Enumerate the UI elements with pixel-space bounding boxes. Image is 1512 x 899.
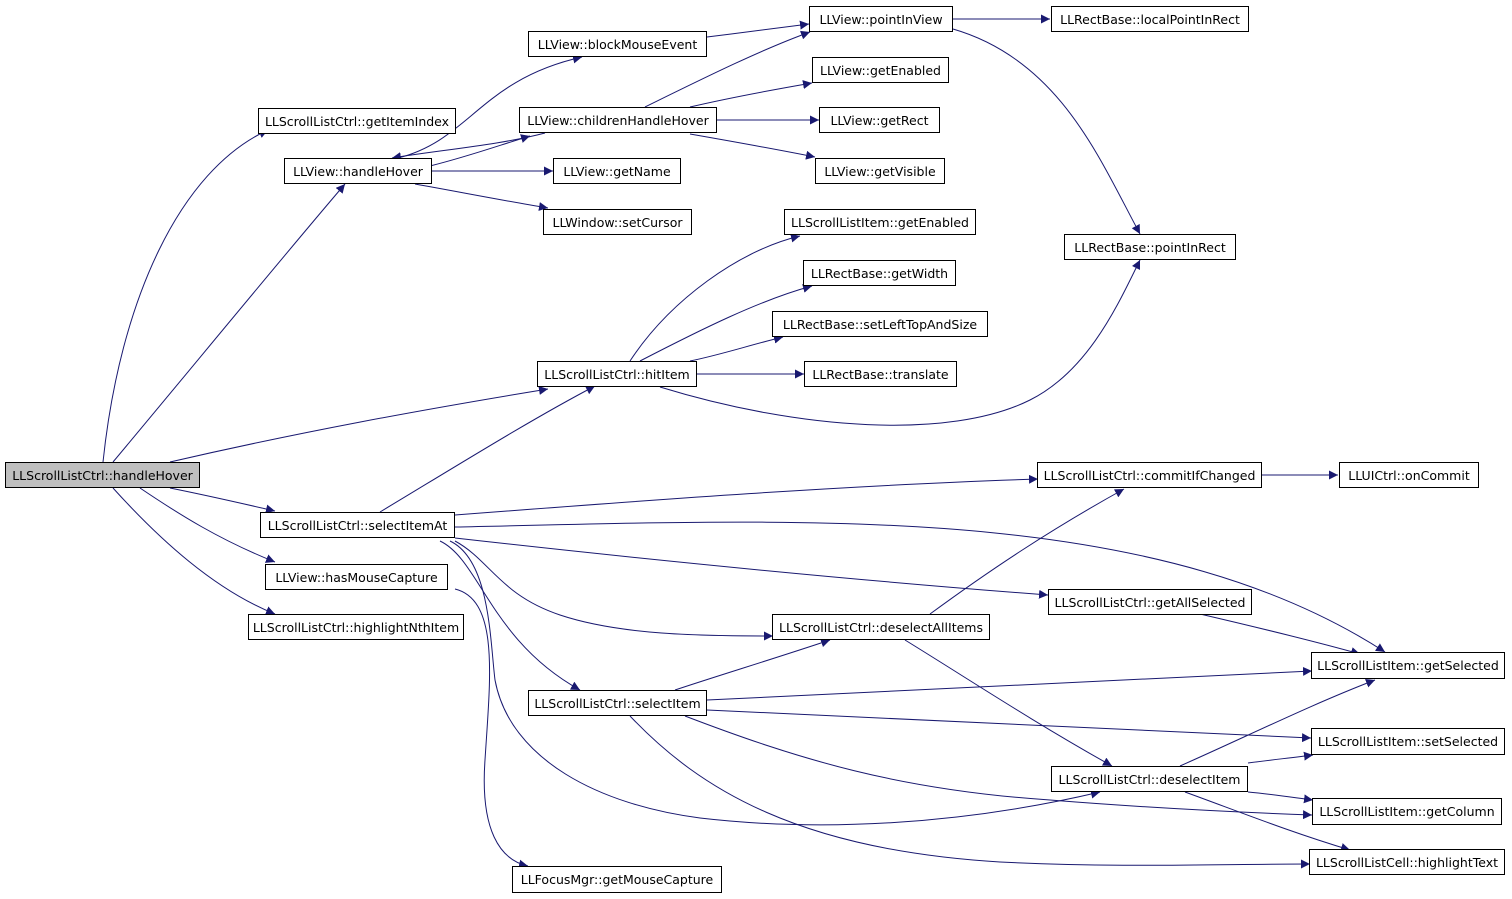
node-hititem[interactable]: LLScrollListCtrl::hitItem	[537, 361, 697, 387]
edge-deselectitem-getcolumn	[1247, 791, 1314, 804]
node-highlightnthitem[interactable]: LLScrollListCtrl::highlightNthItem	[248, 614, 464, 640]
edge-selectitem-setselected	[706, 709, 1312, 743]
edge-root-selectitemat	[169, 487, 276, 514]
edge-root-hasmousecapture	[139, 487, 276, 563]
node-highlighttext[interactable]: LLScrollListCell::highlightText	[1309, 849, 1505, 875]
edge-selectitemat-deselectitem	[449, 540, 1101, 826]
edge-deselectitem-setselected	[1247, 751, 1314, 764]
node-view-getenabled[interactable]: LLView::getEnabled	[812, 57, 949, 83]
edge-children-pointinview	[644, 30, 811, 108]
node-pointinview[interactable]: LLView::pointInView	[809, 6, 953, 32]
edge-hititem-getwidth	[639, 283, 813, 362]
node-childrenhandlehover[interactable]: LLView::childrenHandleHover	[519, 107, 717, 133]
edge-handlehover-setcursor	[414, 183, 549, 211]
edge-hititem-setlefttopandsize	[689, 334, 784, 362]
node-getrect[interactable]: LLView::getRect	[819, 107, 940, 133]
edge-selectitemat-deselectallitems	[454, 540, 774, 641]
node-setcursor[interactable]: LLWindow::setCursor	[543, 209, 692, 235]
edge-selectitem-getcolumn	[684, 715, 1313, 820]
node-handlehover-root[interactable]: LLScrollListCtrl::handleHover	[5, 462, 200, 488]
edge-handlehover-blockmouseevent	[397, 54, 583, 159]
node-translate[interactable]: LLRectBase::translate	[804, 361, 957, 387]
edge-children-handlehover	[391, 132, 546, 161]
node-hasmousecapture[interactable]: LLView::hasMouseCapture	[265, 564, 448, 590]
node-commitifchanged[interactable]: LLScrollListCtrl::commitIfChanged	[1037, 462, 1262, 488]
edge-root-handlehover	[112, 183, 346, 463]
node-deselectitem[interactable]: LLScrollListCtrl::deselectItem	[1051, 766, 1248, 792]
edge-handlehover-childrenhandlehover	[429, 134, 531, 167]
edge-selectitemat-getallselected	[454, 537, 1049, 599]
edge-children-getvisible	[689, 133, 816, 160]
node-getallselected[interactable]: LLScrollListCtrl::getAllSelected	[1048, 589, 1252, 615]
edge-hititem-getenabled	[629, 233, 801, 362]
edge-hasmousecapture-getmousecapture	[454, 588, 529, 869]
edge-deselectall-deselectitem	[904, 639, 1113, 767]
edge-selectitemat-selectitem	[439, 540, 581, 691]
edge-root-hititem	[169, 386, 549, 463]
edge-selectitem-getselected	[706, 666, 1313, 701]
edge-blockmouseevent-pointinview	[706, 20, 810, 38]
edge-root-highlightnthitem	[112, 487, 276, 615]
node-getvisible[interactable]: LLView::getVisible	[815, 158, 945, 184]
edge-selectitemat-commitifchanged	[454, 474, 1039, 516]
edge-getallselected-getselected	[1199, 613, 1361, 656]
node-selectitemat[interactable]: LLScrollListCtrl::selectItemAt	[260, 512, 455, 538]
node-getcolumn[interactable]: LLScrollListItem::getColumn	[1312, 798, 1502, 825]
node-getitemindex[interactable]: LLScrollListCtrl::getItemIndex	[258, 108, 456, 134]
node-localpointinrect[interactable]: LLRectBase::localPointInRect	[1051, 6, 1249, 32]
node-getmousecapture[interactable]: LLFocusMgr::getMouseCapture	[512, 866, 722, 893]
edge-selectitem-highlighttext	[629, 715, 1311, 869]
node-selectitem[interactable]: LLScrollListCtrl::selectItem	[528, 690, 707, 716]
node-setselected[interactable]: LLScrollListItem::setSelected	[1311, 728, 1505, 755]
edge-deselectitem-getselected	[1179, 679, 1376, 767]
node-getwidth[interactable]: LLRectBase::getWidth	[803, 260, 956, 286]
node-view-handlehover[interactable]: LLView::handleHover	[284, 158, 432, 184]
edge-deselectitem-highlighttext	[1184, 791, 1351, 852]
node-getname[interactable]: LLView::getName	[553, 158, 681, 184]
node-item-getenabled[interactable]: LLScrollListItem::getEnabled	[784, 209, 976, 235]
node-pointinrect[interactable]: LLRectBase::pointInRect	[1064, 234, 1236, 260]
node-oncommit[interactable]: LLUICtrl::onCommit	[1339, 462, 1479, 488]
edge-children-getenabled	[689, 80, 813, 108]
node-getselected[interactable]: LLScrollListItem::getSelected	[1311, 652, 1505, 679]
node-deselectallitems[interactable]: LLScrollListCtrl::deselectAllItems	[772, 614, 990, 640]
edge-deselectall-commitifchanged	[929, 488, 1125, 615]
edge-pointinview-pointinrect	[952, 28, 1141, 235]
node-blockmouseevent[interactable]: LLView::blockMouseEvent	[528, 31, 707, 57]
edge-selectitemat-hititem	[379, 385, 596, 513]
edge-root-getitemindex	[102, 129, 269, 463]
edge-selectitemat-getselected	[454, 521, 1386, 653]
node-setlefttopandsize[interactable]: LLRectBase::setLeftTopAndSize	[772, 311, 988, 337]
edge-selectitem-deselectallitems	[674, 638, 831, 691]
edge-hititem-pointinrect	[659, 259, 1141, 426]
